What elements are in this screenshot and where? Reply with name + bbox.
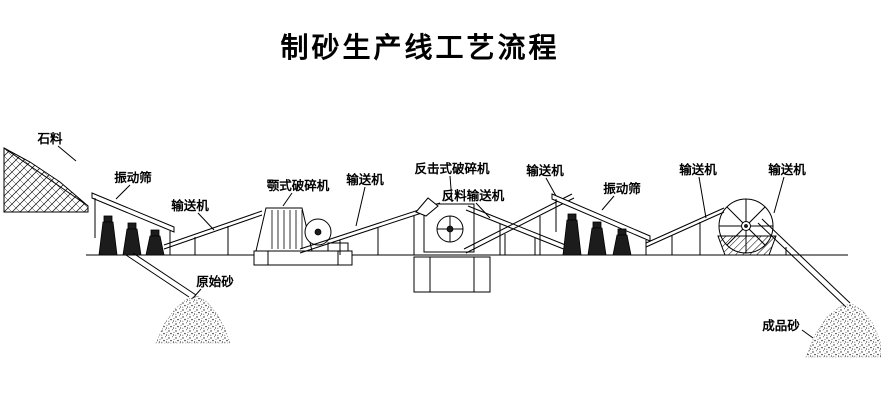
finished-sand-label: 成品砂 (762, 318, 800, 333)
conveyor-1-label: 输送机 (171, 198, 209, 213)
finished-sand-pile (805, 303, 881, 358)
page-title: 制砂生产线工艺流程 (280, 32, 559, 64)
vibrating-screen-left: 振动筛 (91, 170, 175, 256)
jaw-crusher-label: 颚式破碎机 (267, 178, 330, 193)
vibrating-screen-right-label: 振动筛 (603, 181, 641, 196)
conveyor-4-label: 输送机 (679, 162, 717, 177)
conveyor-2-label: 输送机 (346, 172, 384, 187)
conveyor-1: 输送机 (163, 198, 263, 255)
raw-sand-label: 原始砂 (196, 274, 234, 289)
conveyor-3-label: 输送机 (526, 163, 564, 178)
return-conveyor-label: 反料输送机 (442, 188, 505, 203)
conveyor-3: 输送机 (463, 163, 575, 255)
finished-sand: 成品砂 (762, 303, 881, 358)
conveyor-4: 输送机 (645, 162, 725, 255)
stone-pile: 石料 (3, 131, 89, 213)
vibrating-screen-left-label: 振动筛 (114, 170, 152, 185)
impact-crusher: 反击式破碎机 (413, 161, 491, 293)
conveyor-5: 输送机 (757, 162, 851, 308)
vibrating-screen-right: 振动筛 (551, 181, 651, 256)
conveyor-2: 输送机 (299, 172, 441, 255)
conveyor-5-label: 输送机 (768, 162, 806, 177)
stone-label: 石料 (36, 131, 63, 146)
raw-sand-chute (125, 252, 197, 298)
jaw-crusher: 颚式破碎机 (253, 178, 353, 266)
sand-washer (717, 198, 777, 256)
raw-sand-pile (155, 295, 231, 344)
impact-crusher-label: 反击式破碎机 (414, 161, 490, 176)
raw-sand: 原始砂 (155, 274, 234, 344)
